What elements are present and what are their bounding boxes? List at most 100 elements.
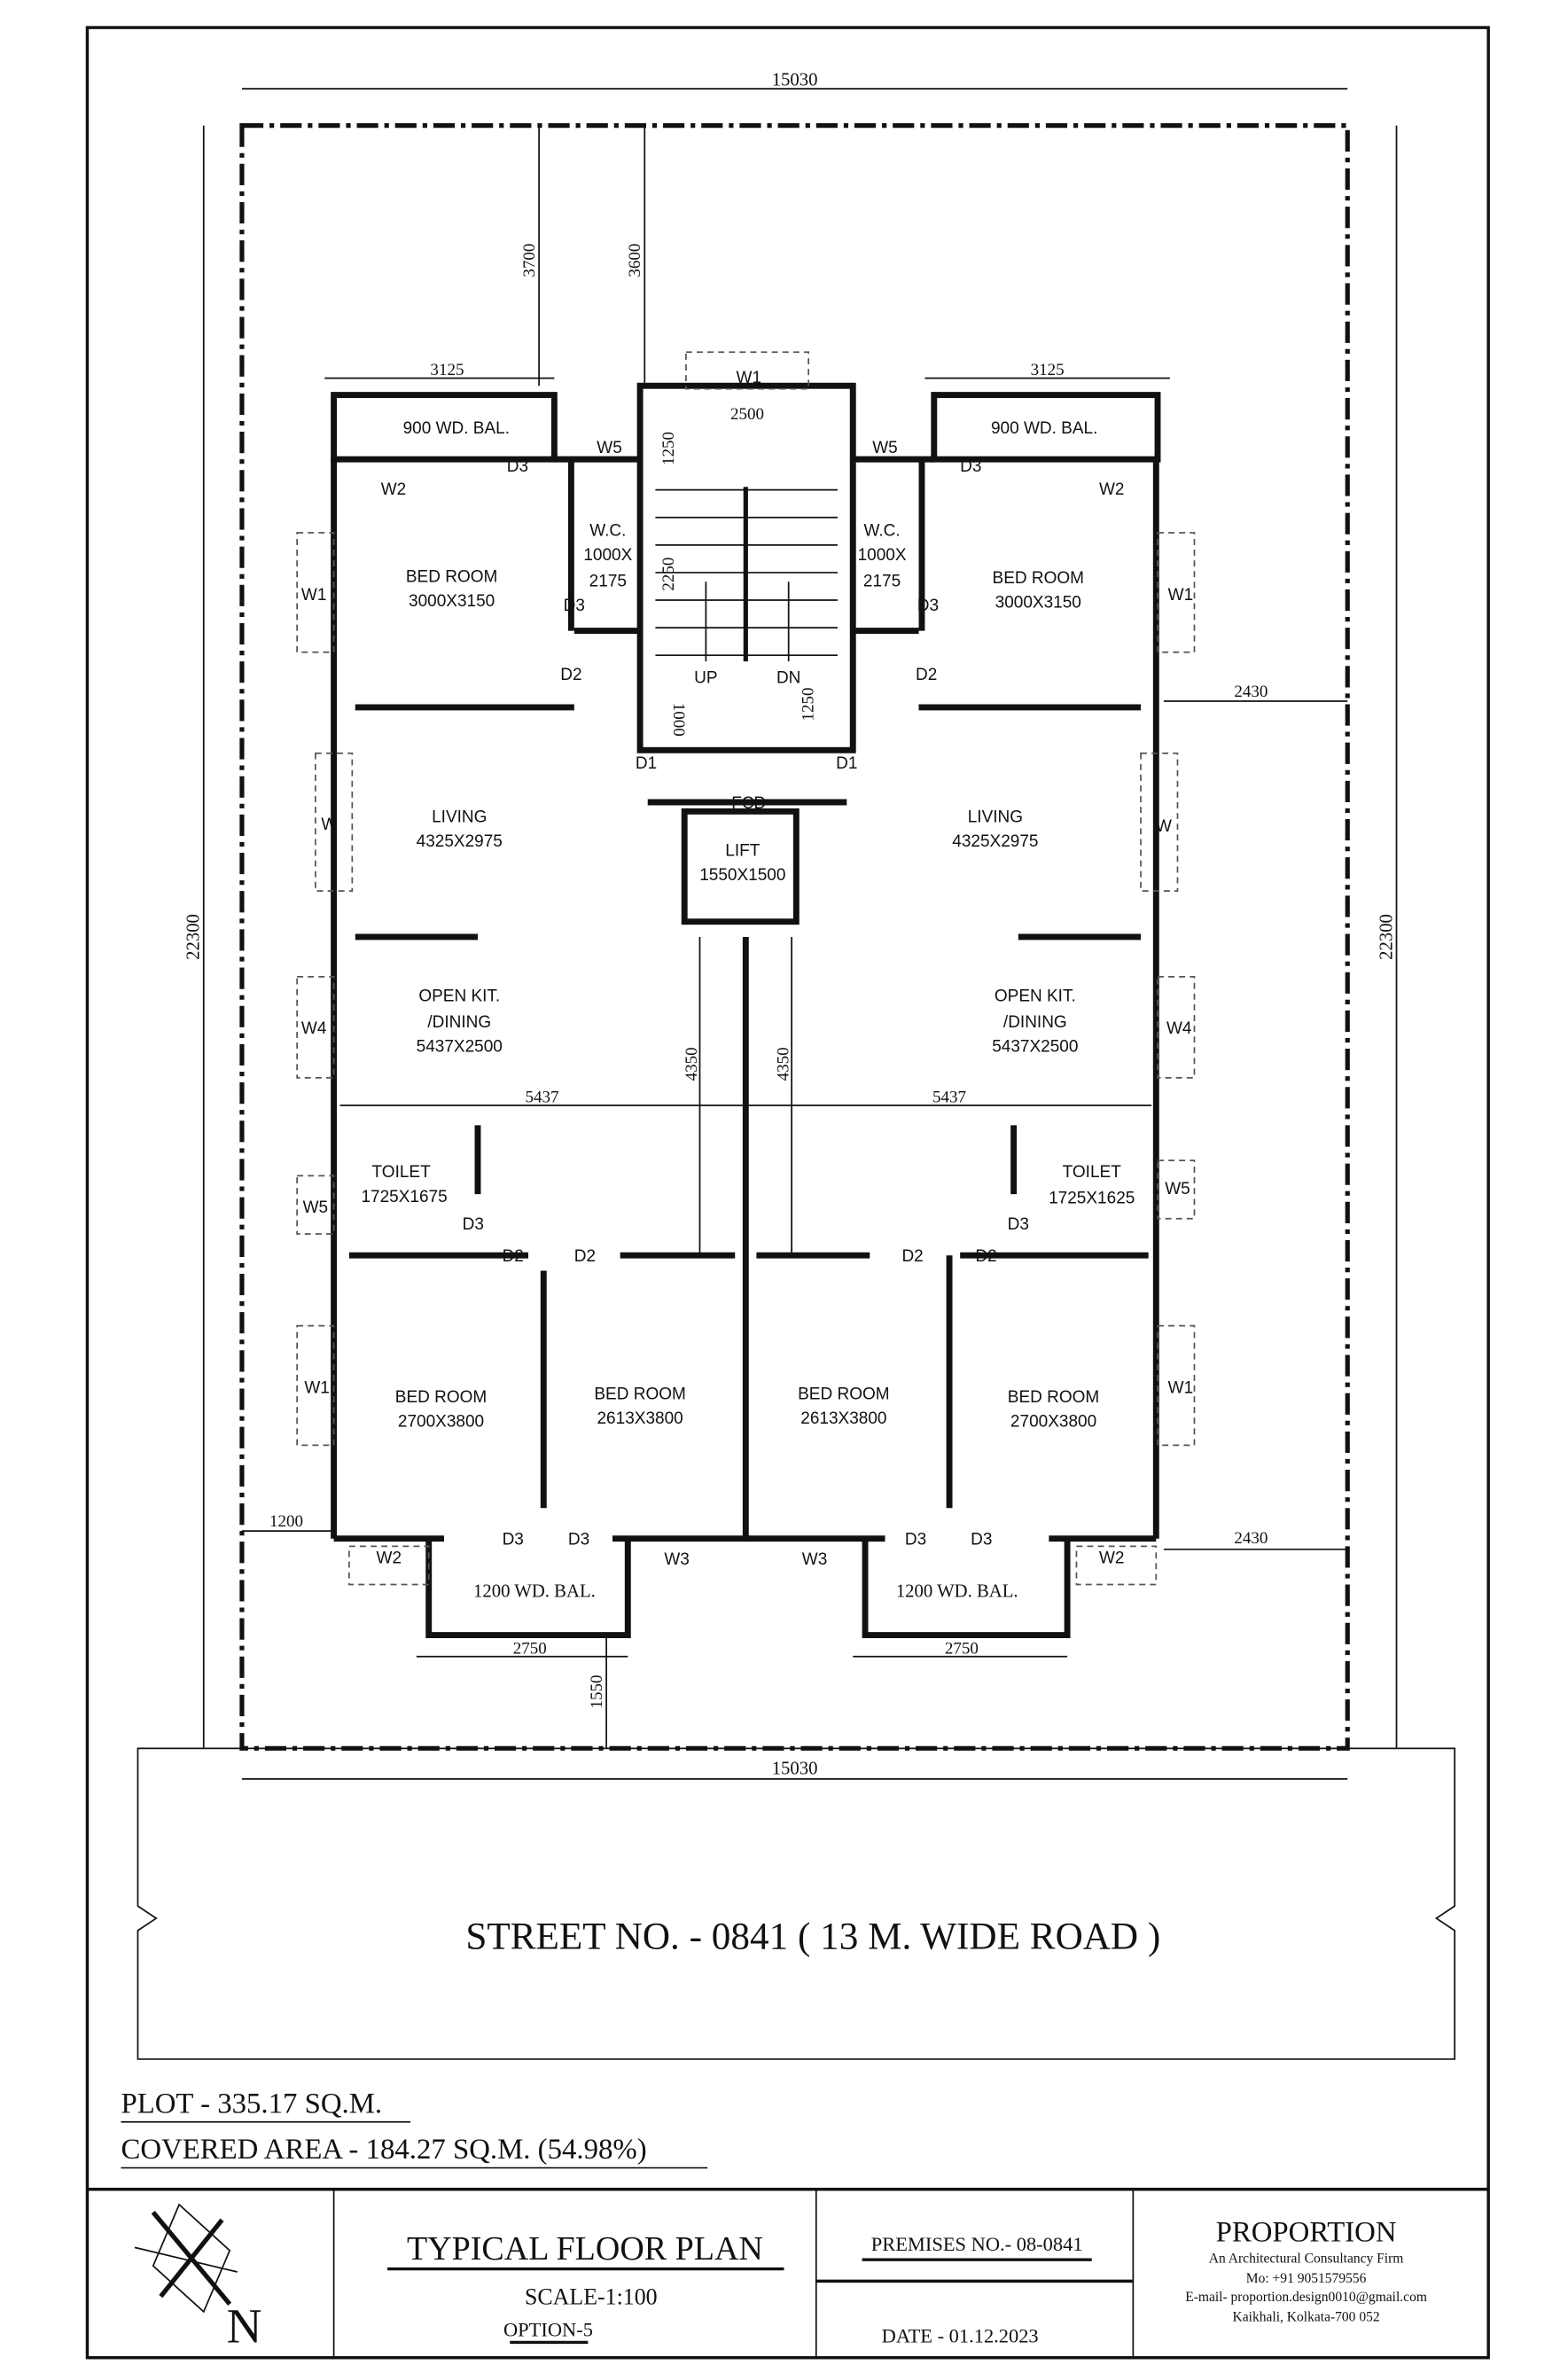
- room-balcony-lower-left: 1200 WD. BAL.: [473, 1581, 596, 1601]
- room-bedroom-lower-1-size: 2700X3800: [398, 1413, 484, 1432]
- room-kitchen-left-size: 5437X2500: [417, 1038, 503, 1057]
- room-bedroom-lower-1: BED ROOM: [395, 1388, 487, 1407]
- room-kitchen-right-2: /DINING: [1003, 1013, 1067, 1032]
- opening-label: D3: [905, 1531, 926, 1549]
- opening-label: W5: [597, 439, 622, 457]
- room-bedroom-lower-4-size: 2700X3800: [1010, 1413, 1096, 1432]
- room-wc-left-size2: 2175: [589, 572, 627, 590]
- opening-label: D2: [901, 1247, 923, 1266]
- room-balcony-lower-right: 1200 WD. BAL.: [896, 1581, 1018, 1601]
- drawing-title: TYPICAL FLOOR PLAN: [407, 2230, 763, 2268]
- room-wc-right-size2: 2175: [863, 572, 901, 590]
- stair-up-label: UP: [694, 668, 717, 687]
- opening-label: W1: [304, 1379, 330, 1398]
- room-bedroom-upper-left-size: 3000X3150: [409, 592, 495, 611]
- room-toilet-left: TOILET: [372, 1163, 432, 1182]
- dim-side-lower-left: 1200: [269, 1512, 303, 1531]
- dim-kitchen-left: 5437: [526, 1089, 559, 1107]
- premises-number: PREMISES NO.- 08-0841: [871, 2233, 1083, 2255]
- dim-depth-left: 22300: [184, 914, 204, 960]
- dim-setback-stair: 3600: [626, 244, 644, 277]
- room-lift-size: 1550X1500: [699, 866, 785, 885]
- room-living-right: LIVING: [968, 808, 1023, 826]
- opening-label: D3: [971, 1531, 992, 1549]
- room-bedroom-lower-2: BED ROOM: [594, 1386, 685, 1404]
- opening-label: W1: [1168, 586, 1194, 605]
- dim-side-upper-right: 2430: [1234, 683, 1268, 701]
- opening-label: W: [321, 816, 337, 834]
- dim-side-lower-right: 2430: [1234, 1529, 1268, 1548]
- firm-address: Kaikhali, Kolkata-700 052: [1233, 2309, 1380, 2324]
- room-wc-right-size1: 1000X: [858, 546, 907, 565]
- opening-label: D3: [463, 1215, 484, 1234]
- opening-label: W: [1156, 817, 1172, 836]
- opening-label: W4: [301, 1019, 327, 1038]
- room-kitchen-right: OPEN KIT.: [995, 987, 1076, 1006]
- room-living-left-size: 4325X2975: [417, 832, 503, 851]
- dim-balcony-left: 3125: [430, 361, 464, 379]
- dim-balcony-right: 3125: [1031, 361, 1065, 379]
- overall-dimensions: [202, 88, 1398, 1780]
- street-area: [137, 1747, 1456, 2060]
- dim-depth-right: 22300: [1377, 914, 1396, 960]
- firm-tagline: An Architectural Consultancy Firm: [1209, 2252, 1404, 2267]
- drawing-scale: SCALE-1:100: [525, 2283, 658, 2309]
- dim-stair-top: 1250: [659, 432, 678, 465]
- firm-email: E-mail- proportion.design0010@gmail.com: [1185, 2290, 1427, 2305]
- dim-kitchen-right: 5437: [932, 1089, 966, 1107]
- opening-label: W2: [377, 1549, 402, 1567]
- opening-label: W2: [1099, 1549, 1125, 1567]
- opening-label: D1: [636, 754, 657, 773]
- dim-setback-left: 3700: [520, 244, 539, 277]
- room-living-right-size: 4325X2975: [952, 832, 1038, 851]
- room-toilet-left-size: 1725X1675: [361, 1188, 447, 1206]
- opening-label: W2: [1099, 480, 1125, 499]
- opening-label: D3: [917, 597, 939, 615]
- opening-label: D3: [568, 1531, 589, 1549]
- room-wc-left-size1: 1000X: [583, 546, 632, 565]
- opening-label: W2: [381, 480, 407, 499]
- title-block: N TYPICAL FLOOR PLAN SCALE-1:100 OPTION-…: [87, 2188, 1489, 2358]
- opening-label: D3: [507, 457, 528, 476]
- room-kitchen-left: OPEN KIT.: [418, 987, 500, 1006]
- opening-label: D1: [836, 754, 857, 773]
- opening-label: W3: [802, 1550, 828, 1569]
- opening-label: D2: [574, 1247, 596, 1266]
- dim-lift-left: 4350: [683, 1047, 701, 1081]
- room-kitchen-left-2: /DINING: [427, 1013, 491, 1032]
- room-bedroom-lower-4: BED ROOM: [1008, 1388, 1099, 1407]
- opening-label: W1: [1168, 1379, 1194, 1398]
- opening-label: D3: [564, 597, 585, 615]
- opening-label: W5: [303, 1198, 329, 1217]
- dim-width-bottom: 15030: [772, 1760, 818, 1779]
- opening-label: D2: [916, 666, 937, 684]
- room-wc-left: W.C.: [589, 521, 626, 540]
- dim-stair-width: 2500: [730, 405, 764, 424]
- dim-width-top: 15030: [772, 71, 818, 90]
- room-bedroom-lower-2-size: 2613X3800: [597, 1409, 683, 1428]
- room-balcony-upper-left: 900 WD. BAL.: [403, 419, 510, 438]
- opening-label: W4: [1166, 1019, 1192, 1038]
- dim-bal-bottom-right: 2750: [945, 1639, 979, 1658]
- opening-label: W3: [664, 1550, 690, 1569]
- room-living-left: LIVING: [432, 808, 487, 826]
- firm-name: PROPORTION: [1216, 2216, 1397, 2248]
- covered-area: COVERED AREA - 184.27 SQ.M. (54.98%): [121, 2134, 646, 2166]
- window-markers: [296, 351, 1196, 1586]
- north-arrow-icon: [134, 2203, 238, 2314]
- firm-phone: Mo: +91 9051579556: [1246, 2271, 1367, 2286]
- room-bedroom-upper-right-size: 3000X3150: [995, 594, 1081, 613]
- room-wc-right: W.C.: [863, 521, 900, 540]
- room-balcony-upper-right: 900 WD. BAL.: [991, 419, 1097, 438]
- dim-lift-right: 4350: [775, 1047, 793, 1081]
- opening-label: D3: [960, 457, 981, 476]
- opening-label: W5: [1165, 1180, 1190, 1198]
- drawing-option: OPTION-5: [503, 2319, 593, 2341]
- north-label: N: [227, 2299, 262, 2353]
- room-bedroom-lower-3: BED ROOM: [798, 1386, 889, 1404]
- plot-area: PLOT - 335.17 SQ.M.: [121, 2088, 382, 2119]
- staircase: [655, 487, 838, 662]
- room-bedroom-upper-left: BED ROOM: [406, 567, 497, 586]
- room-toilet-right: TOILET: [1063, 1163, 1122, 1182]
- opening-label: W1: [737, 369, 762, 387]
